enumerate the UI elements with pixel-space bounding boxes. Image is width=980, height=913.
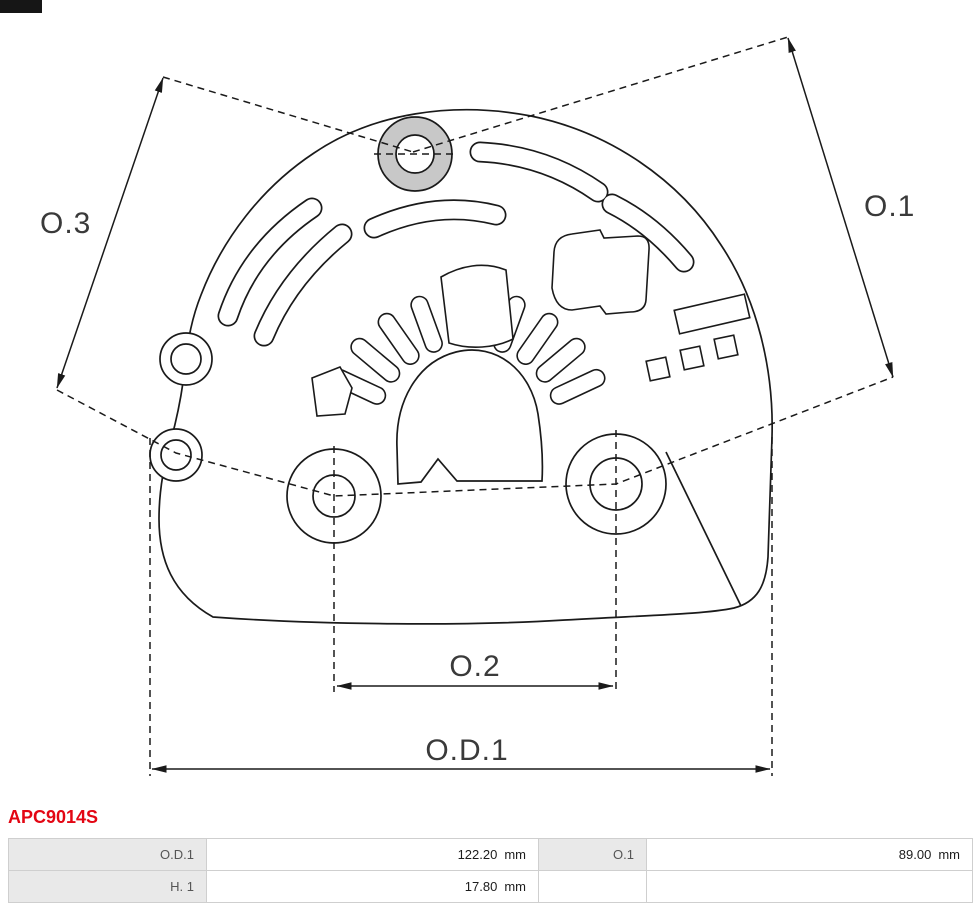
construction-lines	[56, 36, 894, 776]
spec-value-number: 89.00	[898, 847, 932, 862]
spec-value-number: 122.20	[457, 847, 498, 862]
corner-logo-fragment	[0, 0, 42, 13]
terminal-squares	[645, 334, 739, 382]
dimension-o2: O.2	[336, 650, 614, 690]
dim-label-o1: O.1	[864, 190, 915, 223]
dim-label-od1: O.D.1	[425, 734, 508, 767]
product-code-link[interactable]: APC9014S	[8, 807, 99, 827]
spec-value-unit: mm	[504, 847, 526, 862]
dim-label-o3: O.3	[40, 207, 91, 240]
dim-label-o2: O.2	[449, 650, 500, 683]
central-arch	[396, 349, 544, 485]
spec-label: O.1	[538, 838, 647, 871]
spec-table: O.D.1 122.20 mm O.1 89.00 mm H. 1 17.80 mm	[8, 838, 973, 903]
side-hole-upper	[159, 332, 213, 386]
left-cutout	[311, 366, 353, 417]
spec-value: 17.80 mm	[206, 870, 539, 903]
connector-blob	[551, 229, 751, 335]
spec-value-unit: mm	[504, 879, 526, 894]
spec-empty-cell	[646, 870, 973, 903]
spec-label: H. 1	[8, 870, 207, 903]
spec-value: 122.20 mm	[206, 838, 539, 871]
dimension-o1: O.1	[787, 37, 915, 378]
spec-value-unit: mm	[938, 847, 960, 862]
spec-label: O.D.1	[8, 838, 207, 871]
spec-value-number: 17.80	[464, 879, 498, 894]
spec-value: 89.00 mm	[646, 838, 973, 871]
vent-slots	[217, 141, 695, 347]
spec-row: O.D.1 122.20 mm O.1 89.00 mm	[8, 838, 973, 871]
side-hole-lower	[149, 428, 203, 482]
dimension-o3: O.3	[40, 77, 164, 389]
spec-empty-cell	[538, 870, 647, 903]
spec-row: H. 1 17.80 mm	[8, 870, 973, 903]
dimension-od1: O.D.1	[151, 734, 771, 773]
technical-drawing: O.3 O.1 O.2 O.D.1	[40, 36, 915, 776]
